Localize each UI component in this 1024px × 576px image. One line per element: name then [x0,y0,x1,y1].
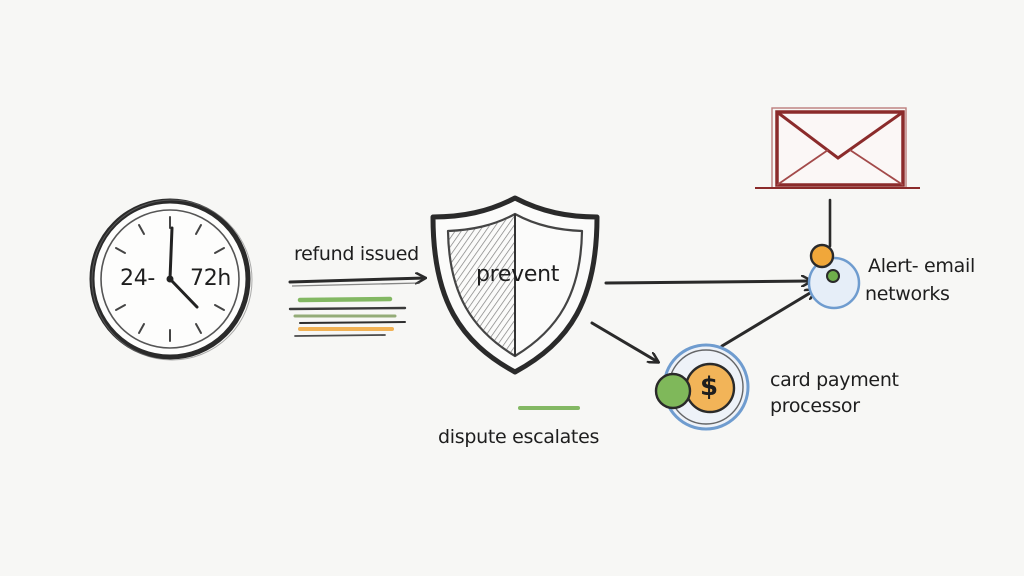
scribble-marks [288,296,407,337]
clock-left-label: 24- [120,266,156,291]
alert-label-line2: networks [865,283,950,305]
arrow-shield-to-alert [604,281,811,283]
arrow-clock-to-shield [288,278,425,282]
dollar-coin-icon [654,343,750,431]
arrow-payment-to-alert [720,290,815,348]
shield-icon [430,195,600,375]
payment-label-line2: processor [770,395,860,417]
payment-label-line1: card payment [770,369,899,391]
clock-right-label: 72h [190,266,232,291]
dollar-symbol: $ [700,372,718,402]
envelope-icon [755,107,920,189]
dispute-label: dispute escalates [438,426,600,448]
alert-label-line1: Alert- email [868,255,975,277]
refund-label: refund issued [294,243,419,265]
alert-node [807,243,861,310]
arrow-shield-to-payment [590,321,658,362]
clock-icon [89,198,253,361]
shield-label: prevent [476,262,560,287]
